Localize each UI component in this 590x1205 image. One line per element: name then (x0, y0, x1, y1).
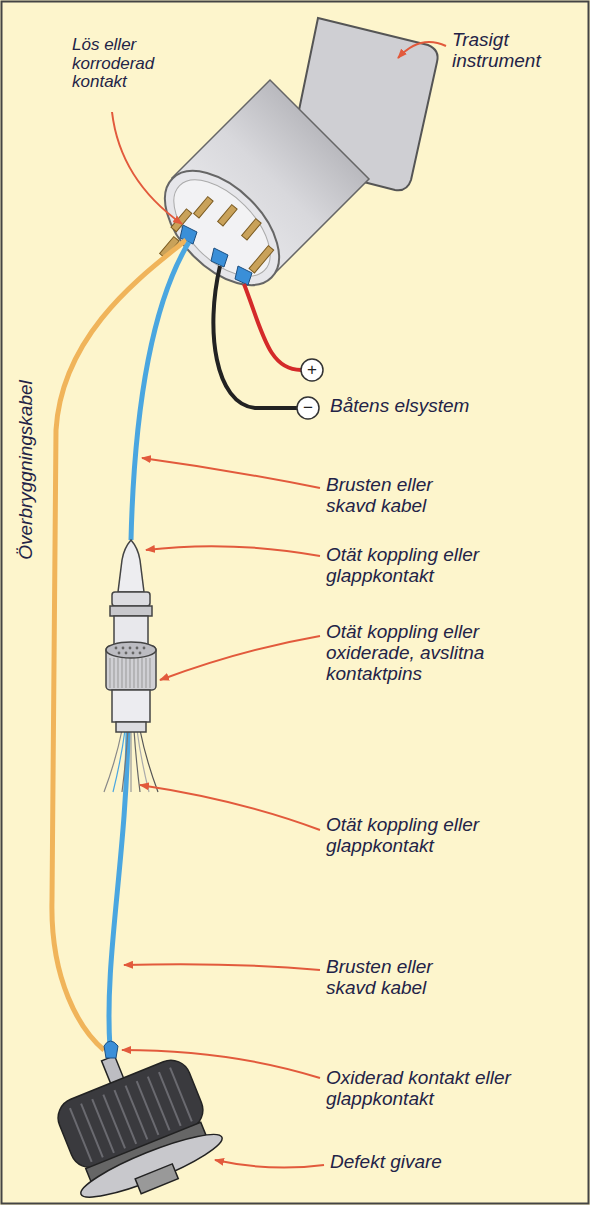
pin-hole (115, 647, 118, 650)
pin-hole (136, 647, 139, 650)
callout-label: Lös eller korroderad kontakt (72, 36, 172, 92)
sensor (38, 1030, 231, 1205)
pin-hole (129, 647, 132, 650)
connector-tail (116, 722, 146, 732)
callout-label: Otät koppling eller glappkontakt (326, 545, 526, 587)
fan-wire (140, 730, 158, 792)
knurling (110, 658, 150, 688)
knurl-line (134, 658, 135, 688)
callout-label: Oxiderad kontakt eller glappkontakt (326, 1068, 511, 1110)
signal-wire (131, 242, 189, 540)
callout-label: Otät koppling eller oxiderade, avslitna … (326, 622, 526, 685)
knurl-line (142, 658, 143, 688)
fan-wire (122, 730, 128, 792)
knurl-line (118, 658, 119, 688)
callout-label: Trasigt instrument (452, 30, 577, 72)
connector-face (106, 642, 156, 658)
pin-hole (122, 647, 125, 650)
pin-hole (139, 652, 142, 655)
fan-wires (104, 730, 158, 792)
pin-hole (125, 652, 128, 655)
leader-arrow (215, 1160, 324, 1168)
leader-arrow (122, 1050, 320, 1078)
signal-wire (109, 732, 128, 1048)
flute-line (170, 1068, 192, 1122)
sensor-cap (104, 1041, 118, 1058)
knurl-line (146, 658, 147, 688)
multipin-connector (104, 540, 158, 792)
terminal-circle (297, 397, 319, 419)
flute-line (114, 1090, 136, 1144)
flute-line (103, 1095, 125, 1149)
flute-line (126, 1086, 148, 1140)
fan-wire (130, 730, 131, 792)
pin-hole (132, 652, 135, 655)
blue-crimp (211, 248, 228, 267)
knurl-line (126, 658, 127, 688)
leader-arrow (146, 546, 320, 556)
instrument (144, 18, 437, 306)
callout-label: Båtens elsystem (330, 396, 469, 417)
leader-arrow (142, 458, 320, 488)
pin-holes (115, 647, 146, 655)
terminal-stud (218, 205, 238, 226)
callout-label: Defekt givare (330, 1152, 442, 1173)
callout-label: Brusten eller skavd kabel (326, 957, 486, 999)
terminal-circle (301, 359, 323, 381)
leader-arrow (112, 112, 182, 224)
positive-wire (244, 284, 301, 370)
wire-label: Överbryggningskabel (16, 380, 37, 560)
leader-arrow (140, 785, 320, 830)
knurl-line (110, 658, 111, 688)
callout-label: Brusten eller skavd kabel (326, 475, 486, 517)
pin-hole (118, 652, 121, 655)
blue-crimp (235, 266, 252, 285)
terminal-sign: − (298, 398, 318, 418)
fan-wire (134, 730, 140, 792)
terminal-sign: + (302, 360, 322, 380)
terminal-stud (249, 246, 274, 273)
callout-label: Otät koppling eller glappkontakt (326, 815, 526, 857)
terminal-stud (194, 197, 214, 218)
pin-hole (143, 647, 146, 650)
flute-line (137, 1081, 159, 1135)
knurl-line (138, 658, 139, 688)
knurl-line (122, 658, 123, 688)
leader-arrows (112, 42, 446, 1168)
terminal-stud (242, 219, 262, 240)
instrument-back-rim (157, 163, 287, 293)
leader-arrow (124, 964, 320, 970)
connector-body (112, 690, 150, 722)
flute-line (92, 1099, 114, 1153)
connector-collar (112, 592, 150, 606)
flute-line (148, 1077, 170, 1131)
negative-wire (213, 266, 297, 408)
knurl-line (130, 658, 131, 688)
flute-line (70, 1108, 92, 1162)
connector-cone (118, 540, 144, 592)
bypass-wire (52, 240, 186, 1050)
leader-arrow (398, 42, 446, 58)
connector-collar (110, 606, 152, 616)
flute-line (159, 1072, 181, 1126)
sensor-base (76, 1124, 227, 1205)
knurl-line (114, 658, 115, 688)
sensor-thread (135, 1164, 178, 1194)
leader-arrow (160, 636, 320, 680)
knurl-line (150, 658, 151, 688)
flute-line (81, 1104, 103, 1158)
